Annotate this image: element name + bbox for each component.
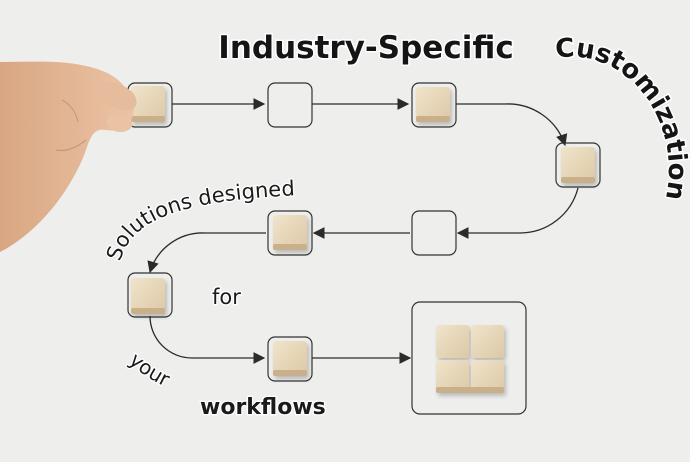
caption-for: for (212, 285, 241, 309)
caption-workflows: workflows (200, 395, 326, 420)
node-box-4 (555, 142, 601, 188)
caption-line1: Solutions designed (102, 176, 295, 263)
node-box-2 (267, 82, 313, 128)
node-box-5 (411, 210, 457, 256)
cube-7 (131, 278, 165, 314)
cube-1 (131, 86, 165, 122)
connectors (147, 98, 579, 364)
caption-your-path: your (124, 346, 176, 393)
diagram-title: Industry-Specific (218, 30, 513, 66)
node-box-3 (411, 82, 457, 128)
connector-3 (456, 103, 568, 147)
cubes (131, 86, 595, 393)
node-box-8 (267, 336, 313, 382)
hand-illustration (0, 61, 137, 253)
connector-4 (456, 187, 579, 239)
cube-4 (561, 147, 595, 183)
final-cube-group (436, 325, 504, 393)
nodes (127, 82, 601, 415)
connector-7 (149, 315, 266, 364)
node-box-7 (127, 272, 173, 318)
cube-8 (273, 341, 307, 376)
node-box-6 (267, 210, 313, 256)
connector-6 (147, 232, 266, 274)
cube-6 (273, 215, 307, 250)
caption-your: your (125, 348, 175, 392)
caption-line1-path: Solutions designed (101, 175, 297, 265)
cube-3 (416, 87, 450, 122)
final-box (411, 301, 527, 415)
